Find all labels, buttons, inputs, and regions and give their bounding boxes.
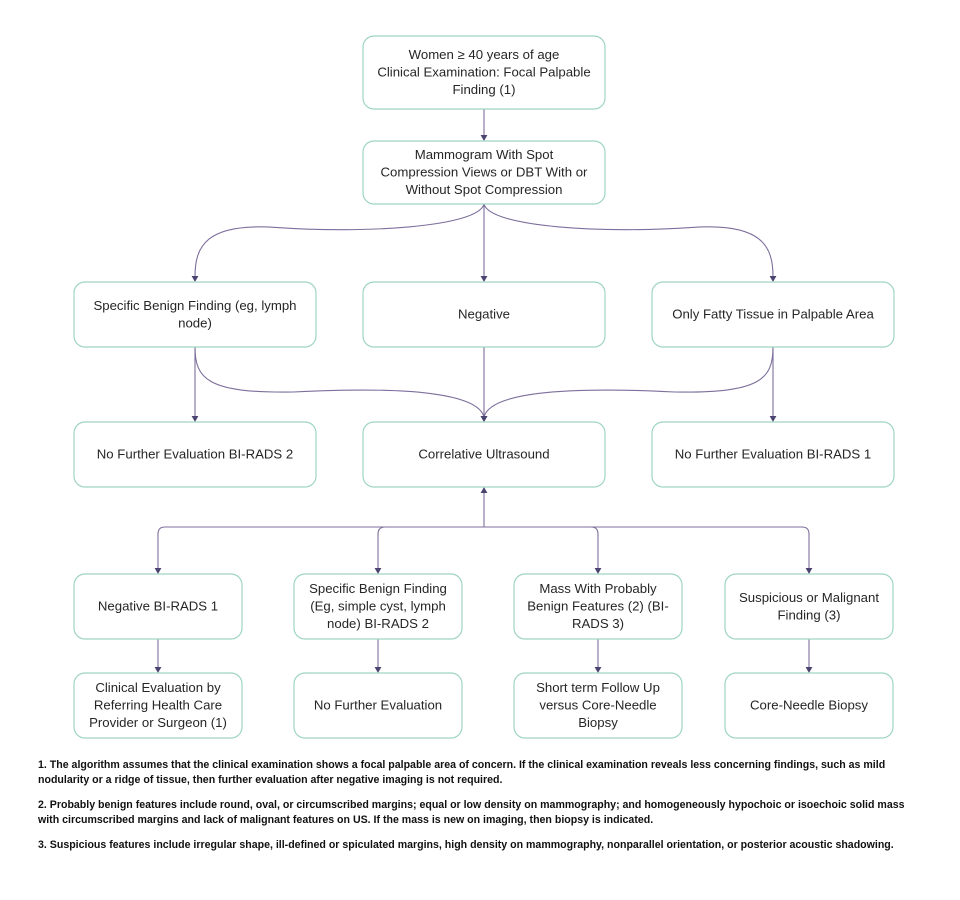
node-box-no-further-eval-birads1[interactable] [651, 421, 895, 488]
node-label-no-further-evaluation: No Further Evaluation [314, 698, 442, 713]
node-box-correlative-ultrasound[interactable] [362, 421, 606, 488]
edge-ultrasound-bus-stem [480, 487, 488, 527]
node-box-clinical-evaluation-referring[interactable] [73, 672, 243, 739]
node-box-core-needle-biopsy[interactable] [724, 672, 894, 739]
node-box-no-further-evaluation[interactable] [293, 672, 463, 739]
footnotes-block: 1. The algorithm assumes that the clinic… [38, 758, 928, 864]
edge-negative-birads1-to-clinical-eval [154, 639, 162, 673]
edge-ultrasound-to-mass-probably-benign [484, 526, 602, 574]
node-label-no-further-eval-birads1: No Further Evaluation BI-RADS 1 [675, 447, 871, 462]
node-label-only-fatty-tissue: Only Fatty Tissue in Palpable Area [672, 307, 874, 322]
node-no-further-evaluation[interactable]: No Further Evaluation [293, 672, 463, 739]
node-box-short-term-followup-or-biopsy[interactable] [513, 672, 683, 739]
node-box-only-fatty-tissue[interactable] [651, 281, 895, 348]
edge-mammogram-to-negative [480, 204, 488, 282]
edge-mammogram-to-specific-benign [191, 203, 485, 282]
node-box-negative-birads1-us[interactable] [73, 573, 243, 640]
footnote-2: 2. Probably benign features include roun… [38, 799, 905, 826]
node-box-mammogram-spot-compression[interactable] [362, 140, 606, 205]
node-box-suspicious-or-malignant[interactable] [724, 573, 894, 640]
node-core-needle-biopsy[interactable]: Core-Needle Biopsy [724, 672, 894, 739]
edge-ultrasound-to-specific-benign-us [374, 526, 484, 574]
node-correlative-ultrasound[interactable]: Correlative Ultrasound [362, 421, 606, 488]
edge-specific-benign-to-ultrasound [194, 346, 488, 422]
node-no-further-eval-birads2[interactable]: No Further Evaluation BI-RADS 2 [73, 421, 317, 488]
node-label-no-further-eval-birads2: No Further Evaluation BI-RADS 2 [97, 447, 293, 462]
node-box-specific-benign-finding-mammo[interactable] [73, 281, 317, 348]
node-only-fatty-tissue[interactable]: Only Fatty Tissue in Palpable Area [651, 281, 895, 348]
node-label-core-needle-biopsy: Core-Needle Biopsy [750, 698, 868, 713]
node-negative-mammo[interactable]: Negative [362, 281, 606, 348]
edge-fatty-to-ultrasound [480, 346, 774, 422]
node-label-correlative-ultrasound: Correlative Ultrasound [418, 447, 549, 462]
edge-ultrasound-to-suspicious [484, 526, 813, 574]
node-label-negative-mammo: Negative [458, 307, 510, 322]
node-box-negative-mammo[interactable] [362, 281, 606, 348]
edge-mammogram-to-fatty [483, 203, 777, 282]
node-box-no-further-eval-birads2[interactable] [73, 421, 317, 488]
edge-suspicious-to-biopsy [805, 639, 813, 673]
footnote-1: 1. The algorithm assumes that the clinic… [38, 759, 886, 786]
node-no-further-eval-birads1[interactable]: No Further Evaluation BI-RADS 1 [651, 421, 895, 488]
edge-start-to-mammogram [480, 109, 488, 141]
edge-specific-benign-to-no-further-2 [191, 347, 199, 422]
node-box-mass-probably-benign[interactable] [513, 573, 683, 640]
edge-fatty-to-no-further-1 [769, 347, 777, 422]
node-label-negative-birads1-us: Negative BI-RADS 1 [98, 599, 218, 614]
footnote-3: 3. Suspicious features include irregular… [38, 839, 894, 852]
connector-layer [154, 109, 813, 673]
node-specific-benign-finding-us[interactable]: Specific Benign Finding(Eg, simple cyst,… [293, 573, 463, 640]
edge-specific-benign-us-to-no-further [374, 639, 382, 673]
node-box-specific-benign-finding-us[interactable] [293, 573, 463, 640]
edge-negative-to-ultrasound [480, 347, 488, 422]
node-label-specific-benign-finding-us: Specific Benign Finding(Eg, simple cyst,… [309, 581, 447, 631]
edge-ultrasound-to-negative-birads1 [154, 526, 484, 574]
node-box-start-women-40[interactable] [362, 35, 606, 110]
node-negative-birads1-us[interactable]: Negative BI-RADS 1 [73, 573, 243, 640]
edge-mass-to-short-term-followup [594, 639, 602, 673]
